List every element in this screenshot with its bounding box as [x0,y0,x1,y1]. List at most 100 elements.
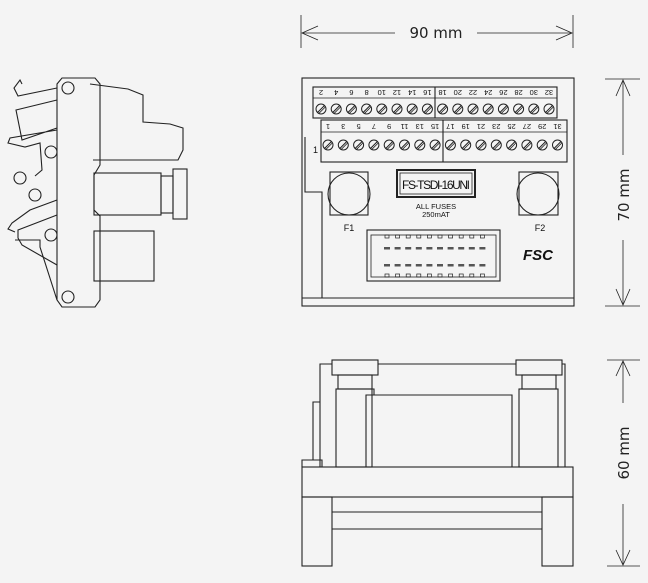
key-notch [384,234,390,239]
terminal-label-bottom: 9 [387,122,391,131]
pin1-marker: 1 [313,145,318,155]
pin [415,264,422,267]
key-notch [458,234,464,239]
terminal-label-top: 18 [438,88,446,97]
key-notch [480,273,485,278]
terminal-label-bottom: 21 [477,122,485,131]
screw-icon [460,139,472,151]
fuse-note-line2: 250mAT [422,210,450,219]
depth-dimension: 60 mm [607,359,640,567]
pin [447,264,454,267]
terminal-label-top: 8 [365,88,369,97]
screw-icon [452,103,464,115]
pin [458,247,465,250]
key-notch [469,273,475,278]
key-notch [384,273,390,278]
key-notch [469,234,475,239]
width-label: 90 mm [409,24,462,42]
screw-icon [513,103,525,115]
terminal-label-top: 14 [408,88,416,97]
pin [415,247,422,250]
pin [394,264,401,267]
pin [426,247,433,250]
screw-icon [368,139,380,151]
screw-icon [497,103,509,115]
height-dimension: 70 mm [605,78,640,307]
screw-icon [536,139,548,151]
terminal-label-bottom: 1 [326,122,330,131]
terminal-screws [315,103,563,151]
pin [468,247,475,250]
key-notch [416,234,422,239]
terminal-label-bottom: 7 [372,122,376,131]
board-top-view: 2143658710912111413161518172019222124232… [301,77,575,307]
key-notch [395,234,400,239]
screw-icon [345,103,357,115]
screw-icon [429,139,441,151]
screw-icon [337,139,349,151]
screw-icon [506,139,518,151]
screw-icon [437,103,449,115]
pin [447,247,454,250]
terminal-label-top: 20 [454,88,462,97]
board-bottom-view [301,359,574,567]
terminal-label-bottom: 27 [523,122,531,131]
screw-icon [330,103,342,115]
screw-icon [399,139,410,151]
terminal-label-top: 28 [514,88,522,97]
key-notch [448,234,453,239]
key-notch [437,234,443,239]
screw-icon [376,103,388,115]
screw-icon [414,139,426,151]
pin [426,264,433,267]
screw-icon [543,103,555,115]
pin [384,247,390,250]
screw-icon [315,103,327,115]
terminal-label-bottom: 3 [341,122,345,131]
pin [479,264,486,267]
fuse2-label: F2 [535,223,546,233]
pin [479,247,486,250]
depth-label: 60 mm [615,426,633,479]
screw-icon [482,103,494,115]
terminal-label-top: 12 [393,88,401,97]
terminal-label-bottom: 25 [507,122,515,131]
pin [437,247,443,250]
terminal-label-bottom: 31 [553,122,561,131]
pin [437,264,443,267]
height-label: 70 mm [615,168,633,221]
terminal-label-top: 10 [378,88,386,97]
screw-icon [467,103,479,115]
pin [405,247,412,250]
connector-pins [384,234,486,278]
pin [405,264,412,267]
screw-icon [528,103,540,115]
width-dimension: 90 mm [300,15,574,48]
terminal-label-bottom: 11 [401,122,409,131]
terminal-label-top: 30 [530,88,538,97]
side-view [7,77,188,308]
key-notch [458,273,464,278]
key-notch [480,234,485,239]
screw-icon [406,103,418,115]
terminal-label-bottom: 17 [446,122,454,131]
terminal-label-bottom: 5 [357,122,361,131]
screw-icon [421,103,433,115]
screw-icon [361,103,373,115]
screw-icon [521,139,533,151]
key-notch [427,234,432,239]
terminal-label-bottom: 19 [462,122,470,131]
terminal-label-bottom: 15 [431,122,439,131]
screw-icon [444,139,456,151]
screw-icon [322,139,334,151]
terminal-label-bottom: 29 [538,122,546,131]
screw-icon [490,139,502,151]
key-notch [395,273,400,278]
key-notch [416,273,422,278]
terminal-label-top: 22 [469,88,477,97]
key-notch [437,273,443,278]
screw-icon [391,103,403,115]
pin [468,264,475,267]
terminal-label-top: 4 [334,88,338,97]
